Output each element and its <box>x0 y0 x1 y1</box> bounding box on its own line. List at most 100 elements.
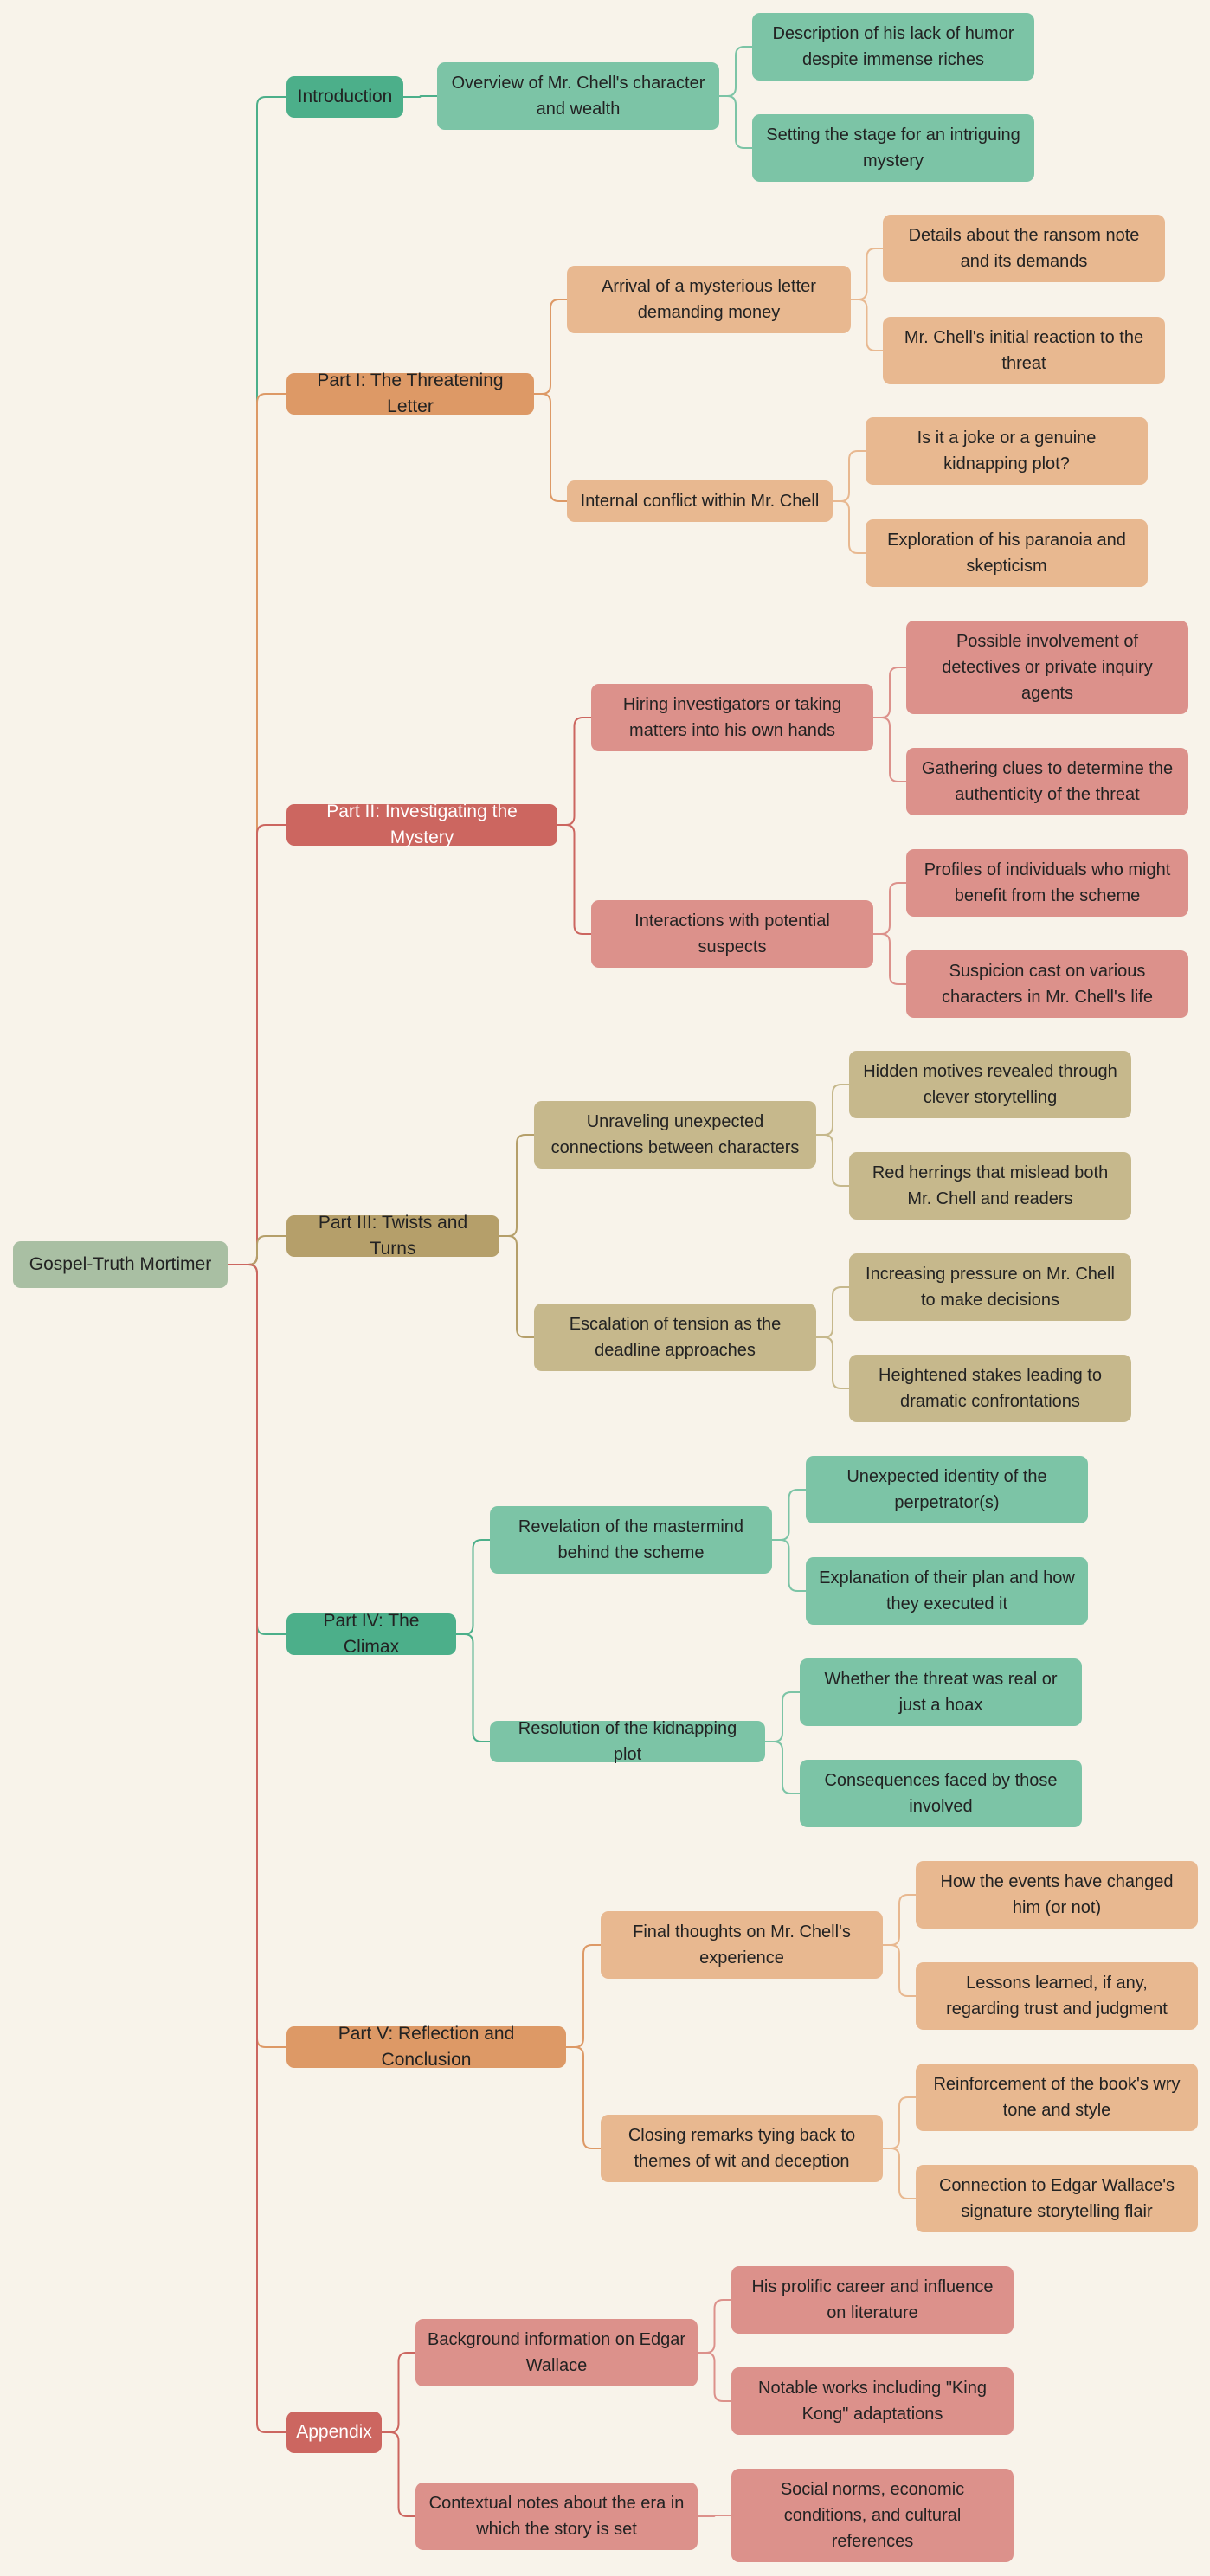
topic-node-arrival-of-a-mysterious-letter-demanding: Arrival of a mysterious letter demanding… <box>567 266 851 333</box>
topic-node-contextual-notes-about-the-era-in-which--label: Contextual notes about the era in which … <box>428 2494 685 2539</box>
detail-node-exploration-of-his-paranoia-and-skeptici: Exploration of his paranoia and skeptici… <box>866 519 1148 587</box>
detail-node-mr-chell-s-initial-reaction-to-the-threa-label: Mr. Chell's initial reaction to the thre… <box>904 328 1144 373</box>
connector-section-5-to-topic-1 <box>456 1539 490 1635</box>
connector-topic-5-1-to-detail-2 <box>772 1539 806 1592</box>
connector-section-2-to-topic-2 <box>534 393 567 502</box>
detail-node-consequences-faced-by-those-involved: Consequences faced by those involved <box>800 1760 1082 1827</box>
connector-section-5-to-topic-2 <box>456 1633 490 1742</box>
connector-section-1-to-topic-1 <box>403 95 437 98</box>
connector-section-6-to-topic-1 <box>566 1944 601 2048</box>
detail-node-red-herrings-that-mislead-both-mr-chell-: Red herrings that mislead both Mr. Chell… <box>849 1152 1131 1220</box>
detail-node-how-the-events-have-changed-him-or-not-label: How the events have changed him (or not) <box>940 1872 1174 1917</box>
section-node-part-iii-twists-and-turns-label: Part III: Twists and Turns <box>318 1213 468 1259</box>
detail-node-reinforcement-of-the-book-s-wry-tone-and-label: Reinforcement of the book's wry tone and… <box>933 2075 1181 2120</box>
detail-node-gathering-clues-to-determine-the-authent-label: Gathering clues to determine the authent… <box>921 759 1174 804</box>
topic-node-revelation-of-the-mastermind-behind-the-: Revelation of the mastermind behind the … <box>490 1506 772 1574</box>
section-node-part-i-the-threatening-letter-label: Part I: The Threatening Letter <box>317 370 504 416</box>
detail-node-description-of-his-lack-of-humor-despite-label: Description of his lack of humor despite… <box>772 24 1014 69</box>
connector-topic-3-1-to-detail-1 <box>873 667 906 718</box>
topic-node-unraveling-unexpected-connections-betwee-label: Unraveling unexpected connections betwee… <box>550 1112 800 1157</box>
topic-node-hiring-investigators-or-taking-matters-i-label: Hiring investigators or taking matters i… <box>622 695 842 740</box>
connector-section-3-to-topic-2 <box>557 824 591 935</box>
connector-topic-1-1-to-detail-2 <box>719 95 752 149</box>
section-node-introduction-label: Introduction <box>297 87 393 106</box>
connector-topic-5-1-to-detail-1 <box>772 1489 806 1541</box>
topic-node-interactions-with-potential-suspects-label: Interactions with potential suspects <box>634 911 830 956</box>
section-node-appendix: Appendix <box>286 2412 382 2453</box>
detail-node-is-it-a-joke-or-a-genuine-kidnapping-plo-label: Is it a joke or a genuine kidnapping plo… <box>917 428 1097 473</box>
section-node-part-iv-the-climax-label: Part IV: The Climax <box>323 1611 420 1657</box>
connector-topic-4-2-to-detail-2 <box>816 1336 849 1389</box>
detail-node-lessons-learned-if-any-regarding-trust-a: Lessons learned, if any, regarding trust… <box>916 1962 1198 2030</box>
section-node-part-v-reflection-and-conclusion-label: Part V: Reflection and Conclusion <box>338 2024 515 2070</box>
detail-node-description-of-his-lack-of-humor-despite: Description of his lack of humor despite… <box>752 13 1034 80</box>
section-node-introduction: Introduction <box>286 76 403 118</box>
topic-node-internal-conflict-within-mr-chell: Internal conflict within Mr. Chell <box>567 480 833 522</box>
detail-node-details-about-the-ransom-note-and-its-de-label: Details about the ransom note and its de… <box>908 226 1140 271</box>
detail-node-hidden-motives-revealed-through-clever-s-label: Hidden motives revealed through clever s… <box>863 1062 1117 1107</box>
detail-node-suspicion-cast-on-various-characters-in--label: Suspicion cast on various characters in … <box>942 962 1153 1007</box>
topic-node-revelation-of-the-mastermind-behind-the--label: Revelation of the mastermind behind the … <box>518 1517 744 1562</box>
topic-node-escalation-of-tension-as-the-deadline-ap: Escalation of tension as the deadline ap… <box>534 1304 816 1371</box>
connector-root-to-section-4 <box>228 1235 286 1265</box>
connector-topic-6-1-to-detail-2 <box>883 1944 916 1997</box>
detail-node-whether-the-threat-was-real-or-just-a-ho: Whether the threat was real or just a ho… <box>800 1658 1082 1726</box>
detail-node-how-the-events-have-changed-him-or-not: How the events have changed him (or not) <box>916 1861 1198 1929</box>
connector-section-7-to-topic-2 <box>382 2431 415 2517</box>
detail-node-increasing-pressure-on-mr-chell-to-make--label: Increasing pressure on Mr. Chell to make… <box>866 1265 1115 1310</box>
detail-node-increasing-pressure-on-mr-chell-to-make-: Increasing pressure on Mr. Chell to make… <box>849 1253 1131 1321</box>
detail-node-possible-involvement-of-detectives-or-pr: Possible involvement of detectives or pr… <box>906 621 1188 714</box>
detail-node-unexpected-identity-of-the-perpetrator-s-label: Unexpected identity of the perpetrator(s… <box>846 1467 1047 1512</box>
detail-node-whether-the-threat-was-real-or-just-a-ho-label: Whether the threat was real or just a ho… <box>824 1670 1058 1715</box>
detail-node-his-prolific-career-and-influence-on-lit-label: His prolific career and influence on lit… <box>751 2277 994 2322</box>
section-node-part-iii-twists-and-turns: Part III: Twists and Turns <box>286 1213 499 1259</box>
topic-node-final-thoughts-on-mr-chell-s-experience-label: Final thoughts on Mr. Chell's experience <box>633 1922 851 1967</box>
detail-node-exploration-of-his-paranoia-and-skeptici-label: Exploration of his paranoia and skeptici… <box>887 531 1126 576</box>
detail-node-gathering-clues-to-determine-the-authent: Gathering clues to determine the authent… <box>906 748 1188 815</box>
root-node: Gospel-Truth Mortimer <box>13 1241 228 1288</box>
connector-topic-6-2-to-detail-2 <box>883 2148 916 2199</box>
topic-node-unraveling-unexpected-connections-betwee: Unraveling unexpected connections betwee… <box>534 1101 816 1169</box>
connector-topic-4-1-to-detail-2 <box>816 1134 849 1187</box>
connector-topic-4-2-to-detail-1 <box>816 1286 849 1338</box>
detail-node-setting-the-stage-for-an-intriguing-myst-label: Setting the stage for an intriguing myst… <box>766 126 1020 171</box>
detail-node-details-about-the-ransom-note-and-its-de: Details about the ransom note and its de… <box>883 215 1165 282</box>
detail-node-his-prolific-career-and-influence-on-lit: His prolific career and influence on lit… <box>731 2266 1014 2334</box>
detail-node-social-norms-economic-conditions-and-cul: Social norms, economic conditions, and c… <box>731 2469 1014 2562</box>
connector-section-3-to-topic-1 <box>557 717 591 826</box>
detail-node-red-herrings-that-mislead-both-mr-chell--label: Red herrings that mislead both Mr. Chell… <box>872 1163 1109 1208</box>
detail-node-profiles-of-individuals-who-might-benefi: Profiles of individuals who might benefi… <box>906 849 1188 917</box>
connector-root-to-section-3 <box>228 824 286 1265</box>
detail-node-profiles-of-individuals-who-might-benefi-label: Profiles of individuals who might benefi… <box>924 860 1171 905</box>
section-node-part-ii-investigating-the-mystery: Part II: Investigating the Mystery <box>286 802 557 847</box>
connector-topic-1-1-to-detail-1 <box>719 46 752 97</box>
detail-node-social-norms-economic-conditions-and-cul-label: Social norms, economic conditions, and c… <box>780 2480 965 2551</box>
detail-node-connection-to-edgar-wallace-s-signature--label: Connection to Edgar Wallace's signature … <box>938 2176 1175 2221</box>
topic-node-internal-conflict-within-mr-chell-label: Internal conflict within Mr. Chell <box>580 492 820 511</box>
connector-section-7-to-topic-1 <box>382 2352 415 2433</box>
detail-node-notable-works-including-king-kong-adapta: Notable works including "King Kong" adap… <box>731 2367 1014 2435</box>
connector-topic-7-1-to-detail-1 <box>698 2299 731 2354</box>
topic-node-escalation-of-tension-as-the-deadline-ap-label: Escalation of tension as the deadline ap… <box>569 1315 782 1360</box>
section-node-part-iv-the-climax: Part IV: The Climax <box>286 1611 456 1657</box>
connector-topic-2-1-to-detail-1 <box>851 248 883 300</box>
topic-node-background-information-on-edgar-wallace-label: Background information on Edgar Wallace <box>428 2330 685 2375</box>
topic-node-arrival-of-a-mysterious-letter-demanding-label: Arrival of a mysterious letter demanding… <box>602 277 816 322</box>
detail-node-hidden-motives-revealed-through-clever-s: Hidden motives revealed through clever s… <box>849 1051 1131 1118</box>
detail-node-heightened-stakes-leading-to-dramatic-co: Heightened stakes leading to dramatic co… <box>849 1355 1131 1422</box>
topic-node-final-thoughts-on-mr-chell-s-experience: Final thoughts on Mr. Chell's experience <box>601 1911 883 1979</box>
detail-node-setting-the-stage-for-an-intriguing-myst: Setting the stage for an intriguing myst… <box>752 114 1034 182</box>
connector-topic-6-1-to-detail-1 <box>883 1894 916 1946</box>
topic-node-hiring-investigators-or-taking-matters-i: Hiring investigators or taking matters i… <box>591 684 873 751</box>
topic-node-background-information-on-edgar-wallace: Background information on Edgar Wallace <box>415 2319 698 2386</box>
topic-node-resolution-of-the-kidnapping-plot-label: Resolution of the kidnapping plot <box>518 1719 737 1764</box>
detail-node-explanation-of-their-plan-and-how-they-e-label: Explanation of their plan and how they e… <box>819 1568 1075 1613</box>
detail-node-explanation-of-their-plan-and-how-they-e: Explanation of their plan and how they e… <box>806 1557 1088 1625</box>
connector-topic-7-2-to-detail-1 <box>698 2515 731 2517</box>
connector-section-4-to-topic-2 <box>499 1235 534 1338</box>
detail-node-possible-involvement-of-detectives-or-pr-label: Possible involvement of detectives or pr… <box>942 632 1153 703</box>
topic-node-overview-of-mr-chell-s-character-and-wea-label: Overview of Mr. Chell's character and we… <box>451 74 705 119</box>
connector-root-to-section-7 <box>228 1264 286 2433</box>
